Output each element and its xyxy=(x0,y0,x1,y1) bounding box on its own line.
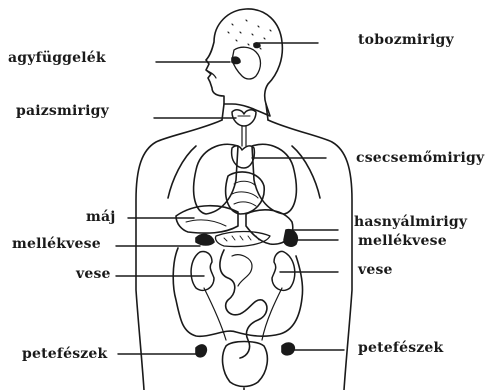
ovary-left xyxy=(196,345,206,357)
adrenal-gland-right xyxy=(284,230,297,246)
kidney-right xyxy=(272,251,295,290)
label-csecsemomirigy: csecsemőmirigy xyxy=(356,150,484,166)
adrenal-gland-left xyxy=(196,235,214,245)
bladder xyxy=(223,342,268,387)
brain-texture xyxy=(228,20,271,49)
label-vese-left: vese xyxy=(76,266,111,282)
leader-lines xyxy=(116,43,344,354)
label-agyfuggelek: agyfüggelék xyxy=(8,50,106,66)
label-maj: máj xyxy=(86,209,116,225)
label-vese-right: vese xyxy=(358,262,393,278)
label-tobozmirigy: tobozmirigy xyxy=(358,32,454,48)
label-mellekvese-left: mellékvese xyxy=(12,236,101,252)
lung-right xyxy=(252,144,296,214)
pituitary-gland xyxy=(232,57,240,63)
trachea xyxy=(242,126,246,146)
neck-outline-right xyxy=(266,104,268,120)
label-paizsmirigy: paizsmirigy xyxy=(16,103,109,119)
label-hasnyalmirigy: hasnyálmirigy xyxy=(354,214,467,230)
label-petefeszek-left: petefészek xyxy=(22,346,107,362)
label-petefeszek-right: petefészek xyxy=(358,340,443,356)
liver xyxy=(176,206,238,233)
thymus xyxy=(232,146,255,168)
label-mellekvese-right: mellékvese xyxy=(358,233,447,249)
arm-inner-left xyxy=(168,146,196,198)
kidney-left xyxy=(191,251,214,290)
ovary-right xyxy=(282,343,294,355)
